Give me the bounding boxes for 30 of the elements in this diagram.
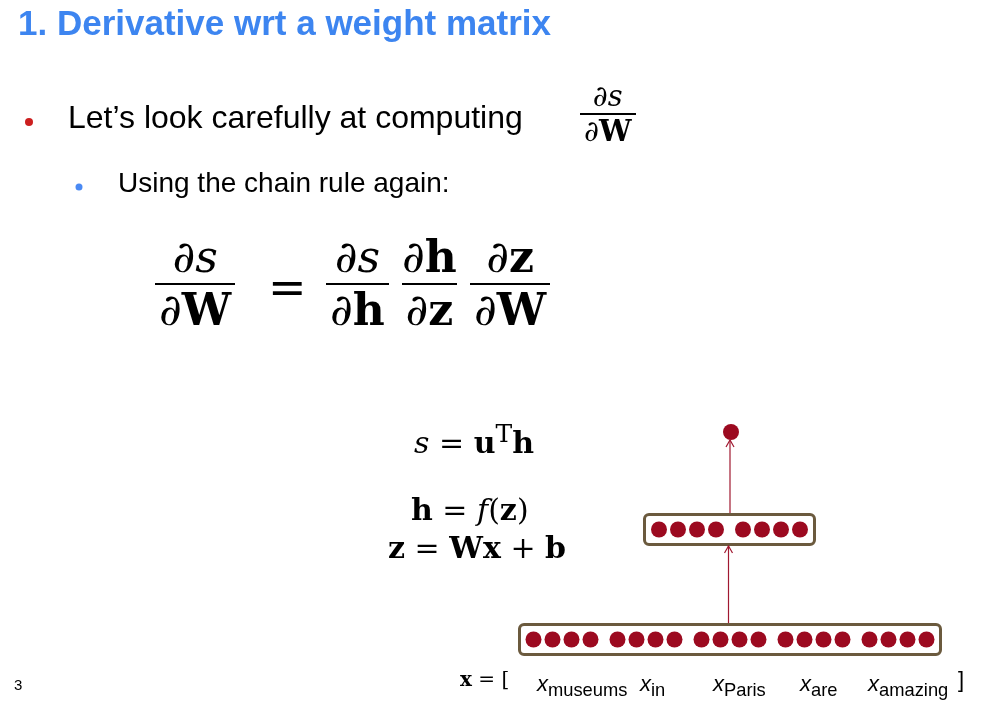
bracket-text: ] [958, 668, 965, 693]
fraction-numerator: ∂s [591, 80, 624, 114]
neuron-layer-box [643, 513, 816, 546]
fraction-denominator: ∂h [326, 282, 389, 336]
fraction-denominator: ∂z [401, 282, 458, 336]
neuron-layer-box [518, 623, 942, 656]
equation: h = f(z) [411, 493, 529, 526]
word-vector-label: x$_{museums}$ [537, 672, 628, 701]
fraction-denominator: ∂W [470, 282, 551, 336]
arrow [725, 439, 735, 514]
fraction-denominator: ∂W [580, 113, 636, 149]
fraction-numerator: ∂z [485, 232, 535, 283]
equation: s = u$^{T}$h [414, 420, 534, 459]
output-neuron [723, 424, 739, 440]
word-vector-label: x$_{are}$ [800, 672, 838, 701]
fraction-numerator: ∂s [171, 232, 219, 283]
equals-sign: = [268, 262, 307, 313]
vector-label: x = [ [460, 668, 510, 690]
page-number: 3 [14, 677, 23, 694]
bullet-text: Let’s look carefully at computing [68, 100, 523, 136]
fraction-numerator: ∂h [401, 232, 458, 283]
word-vector-label: x$_{amazing}$ [868, 672, 949, 701]
arrow [723, 545, 734, 624]
word-vector-label: x$_{Paris}$ [713, 672, 766, 701]
equation: z = Wx + b [388, 531, 567, 564]
bullet-text: Using the chain rule again: [118, 168, 450, 199]
slide-title: 1. Derivative wrt a weight matrix [18, 4, 551, 43]
word-vector-label: x$_{in}$ [640, 672, 666, 701]
fraction-numerator: ∂s [333, 232, 382, 283]
fraction-denominator: ∂W [155, 282, 236, 336]
